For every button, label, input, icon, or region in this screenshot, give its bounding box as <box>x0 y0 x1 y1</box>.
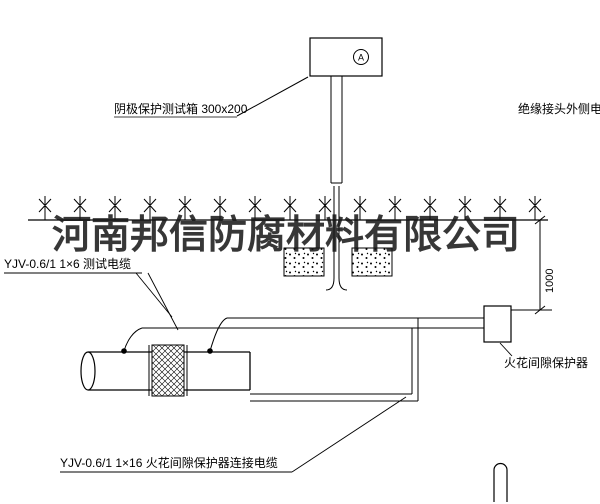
test-box: A <box>309 37 383 77</box>
spark-gap-leader <box>499 342 513 357</box>
pipe <box>80 344 251 397</box>
test-box-leader <box>114 76 309 118</box>
connect-cable-leader <box>60 396 407 473</box>
ammeter-letter: A <box>358 53 364 63</box>
concrete-foundations <box>283 247 393 277</box>
pipe-end-cap <box>80 351 96 391</box>
weld-point-left <box>121 348 127 354</box>
pipe-section-symbol <box>493 462 508 502</box>
test-box-label: 阴极保护测试箱 300x200 <box>114 102 248 116</box>
company-watermark: 河南邦信防腐材料有限公司 <box>52 214 521 257</box>
spark-gap-protector <box>483 305 513 357</box>
test-box-post <box>325 76 348 291</box>
insulating-joint <box>148 344 188 397</box>
outer-cable-label: 绝缘接头外侧电缆 <box>518 102 600 116</box>
connect-cable-label: YJV-0.6/1 1×16 火花间隙保护器连接电缆 <box>60 456 278 470</box>
test-cable-leaders <box>4 272 179 331</box>
test-cable-label: YJV-0.6/1 1×6 测试电缆 <box>4 257 132 271</box>
ground-hatch <box>38 196 542 220</box>
ammeter-symbol <box>353 49 369 65</box>
dimension-1000-text: 1000 <box>544 268 556 293</box>
weld-point-right <box>207 348 213 354</box>
spark-gap-label: 火花间隙保护器 <box>504 356 589 370</box>
dimension-line <box>511 215 552 315</box>
